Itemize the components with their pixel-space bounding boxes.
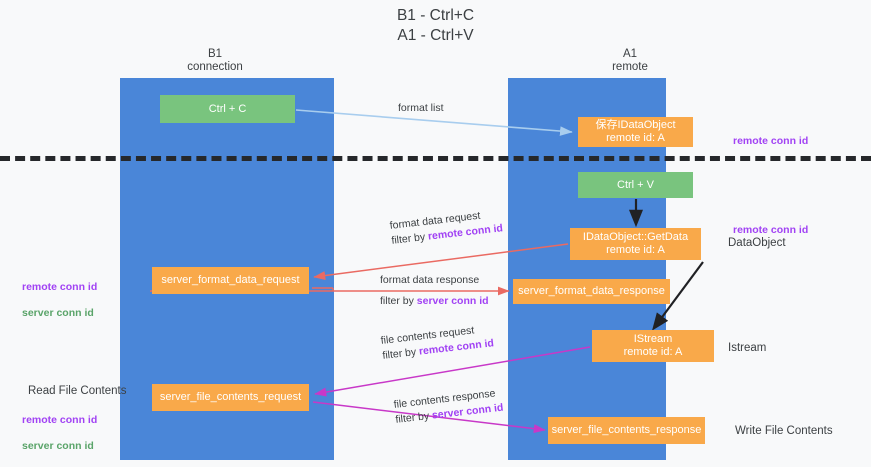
flow-filter: filter by server conn id bbox=[380, 294, 489, 309]
node-idataobject-getdata[interactable]: IDataObject::GetData remote id: A bbox=[570, 228, 701, 260]
conn-id-legend-middle: remote conn id bbox=[733, 211, 808, 237]
remote-conn-id-text: remote conn id bbox=[733, 135, 809, 147]
side-label-read-file-contents: Read File Contents bbox=[28, 385, 127, 397]
remote-conn-id-text: remote conn id bbox=[22, 414, 98, 426]
server-conn-id-text: server conn id bbox=[22, 440, 94, 452]
filter-prefix: filter by bbox=[390, 230, 429, 247]
node-idataobject[interactable]: 保存IDataObject remote id: A bbox=[578, 117, 693, 147]
node-istream[interactable]: IStream remote id: A bbox=[592, 330, 714, 362]
filter-prefix: filter by bbox=[394, 409, 433, 426]
flow-label-format-data-request: format data request filter by remote con… bbox=[389, 206, 504, 248]
node-ctrl-c[interactable]: Ctrl + C bbox=[160, 95, 295, 123]
side-label-dataobject: DataObject bbox=[728, 237, 786, 249]
flow-text: format list bbox=[398, 102, 444, 114]
filter-prefix: filter by bbox=[381, 345, 420, 362]
conn-id-legend-left-bottom: remote conn id server conn id bbox=[22, 401, 97, 453]
flow-label-file-contents-response: file contents response filter by server … bbox=[393, 386, 504, 428]
flow-text: format data response bbox=[380, 274, 480, 286]
node-server-format-data-response[interactable]: server_format_data_response bbox=[513, 279, 670, 304]
flow-label-file-contents-request: file contents request filter by remote c… bbox=[380, 321, 495, 363]
conn-id-legend-left-middle: remote conn id server conn id bbox=[22, 268, 97, 320]
column-header-b1: B1 connection bbox=[187, 48, 243, 73]
filter-prefix: filter by bbox=[380, 295, 417, 307]
conn-id-legend-top: remote conn id bbox=[733, 122, 808, 148]
server-conn-id-text: server conn id bbox=[22, 307, 94, 319]
remote-conn-id-text: remote conn id bbox=[733, 224, 809, 236]
diagram-title: B1 - Ctrl+C A1 - Ctrl+V bbox=[396, 7, 475, 44]
column-header-a1: A1 remote bbox=[612, 48, 648, 73]
side-label-write-file-contents: Write File Contents bbox=[735, 425, 833, 437]
flow-label-format-list: format list bbox=[398, 101, 444, 116]
node-server-file-contents-request[interactable]: server_file_contents_request bbox=[152, 384, 309, 411]
node-server-format-data-request[interactable]: server_format_data_request bbox=[152, 267, 309, 294]
remote-conn-id-text: remote conn id bbox=[22, 281, 98, 293]
flow-label-format-data-response: format data response filter by server co… bbox=[380, 273, 489, 309]
section-divider bbox=[0, 156, 871, 161]
node-server-file-contents-response[interactable]: server_file_contents_response bbox=[548, 417, 705, 444]
server-conn-id-text: server conn id bbox=[416, 295, 489, 307]
node-ctrl-v[interactable]: Ctrl + V bbox=[578, 172, 693, 198]
side-label-istream: Istream bbox=[728, 342, 767, 354]
